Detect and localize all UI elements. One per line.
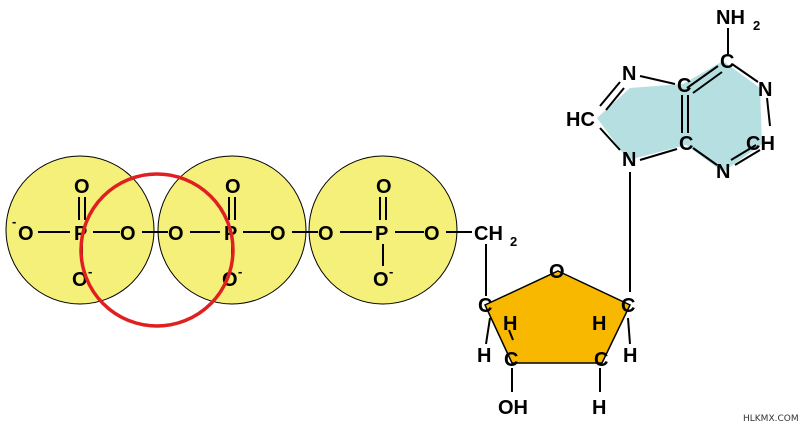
ribose-h-lower-left: H (477, 345, 491, 367)
ch2-subscript: 2 (510, 234, 517, 249)
ribose-ring-fill (484, 270, 632, 364)
ribose-c1: C (621, 295, 635, 317)
watermark: HLKMX.COM (743, 414, 799, 424)
phosphate-2-o-left: O (168, 223, 184, 245)
adenine-n1: N (758, 79, 772, 101)
adenine-nh2-subscript: 2 (753, 18, 760, 33)
ribose-h-upper-right: H (592, 313, 606, 335)
ribose-c2: C (594, 349, 608, 371)
ribose-bonds (485, 172, 631, 392)
highlight-ring (79, 172, 235, 328)
ribose-c4: C (478, 295, 492, 317)
adenine-nh2: NH (716, 7, 745, 29)
adenine-bonds (599, 28, 771, 166)
phosphate-circle-3 (308, 155, 458, 305)
adenine-c4: C (679, 133, 693, 155)
phosphate-beta-group: O O P O - O (168, 176, 286, 291)
adenine-ring-fill (597, 61, 762, 172)
adenine-hc8: HC (566, 109, 595, 131)
phosphate-1-o-top: O (74, 176, 90, 198)
ch2-label: CH (474, 223, 503, 245)
ribose-h-upper-left: H (503, 313, 517, 335)
phosphate-2-o-right: O (270, 223, 286, 245)
adenine-c5: C (677, 75, 691, 97)
phosphate-circle-1 (5, 155, 155, 305)
phosphate-2-o-top: O (225, 176, 241, 198)
adenine-c6: C (720, 51, 734, 73)
adenine-n7: N (622, 63, 636, 85)
ribose-h-bottom: H (592, 397, 606, 419)
phosphate-3-o-top: O (376, 176, 392, 198)
adenine-labels: NH 2 C N C N HC C CH N N (566, 7, 775, 183)
adenine-n3: N (716, 161, 730, 183)
adenine-n9: N (622, 149, 636, 171)
ribose-labels: O C C C C H H H H OH H (477, 261, 637, 419)
phosphate-3-o-left: O (318, 223, 334, 245)
ribose-c3: C (504, 349, 518, 371)
phosphate-1-charge: - (88, 264, 92, 279)
left-charge: - (12, 214, 16, 229)
phosphate-1-o-left: O (18, 223, 34, 245)
ribose-h-lower-right: H (623, 345, 637, 367)
adenine-ch2: CH (746, 133, 775, 155)
phosphate-3-p: P (375, 223, 388, 245)
phosphate-3-o-bottom: O (373, 269, 389, 291)
ribose-ring-oxygen: O (549, 261, 565, 283)
phosphate-1-o-right: O (120, 223, 136, 245)
ribose-oh: OH (498, 397, 528, 419)
phosphate-3-charge: - (389, 264, 393, 279)
phosphate-gamma-group: O O P O - O (318, 176, 440, 291)
phosphate-3-o-right: O (424, 223, 440, 245)
phosphate-2-charge: - (238, 264, 242, 279)
